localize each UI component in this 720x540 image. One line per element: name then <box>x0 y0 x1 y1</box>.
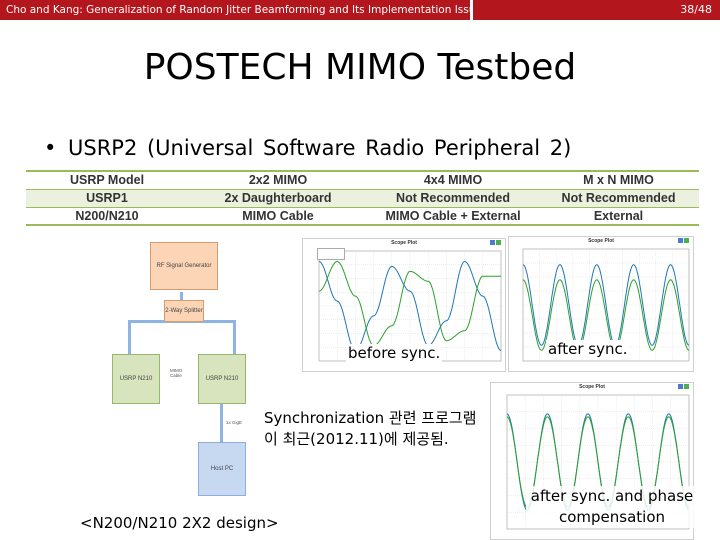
table-cell: External <box>538 207 699 226</box>
table-cell: Not Recommended <box>538 188 699 208</box>
pan-icon <box>496 240 501 245</box>
bullet-item: • USRP2 (Universal Software Radio Periphe… <box>44 134 571 162</box>
phase-comp-caption: after sync. and phase compensation <box>526 486 698 528</box>
plot-title: Scope Plot <box>391 240 417 246</box>
zoom-icon <box>678 238 683 243</box>
plot-toolbar <box>678 238 689 243</box>
rf-signal-generator-box: RF Signal Generator <box>150 242 218 290</box>
splitter-box: 2-Way Splitter <box>164 300 204 322</box>
connector-line <box>220 402 223 442</box>
header-bar: Cho and Kang: Generalization of Random J… <box>0 0 720 20</box>
table-row: N200/N210 MIMO Cable MIMO Cable + Extern… <box>26 207 699 226</box>
plot-title: Scope Plot <box>579 384 605 390</box>
slide-title: POSTECH MIMO Testbed <box>143 47 577 88</box>
bullet-icon: • <box>44 136 57 160</box>
connector-line <box>180 292 183 302</box>
table-cell: 2x Daughterboard <box>188 188 368 208</box>
page-number: 38/48 <box>473 0 720 20</box>
pan-icon <box>684 238 689 243</box>
table-cell: USRP1 <box>26 188 188 208</box>
series-line-2 <box>522 279 690 351</box>
table-cell: 2x2 MIMO <box>188 170 368 189</box>
usrp-right-box: USRP N210 <box>198 354 246 404</box>
usrp-left-box: USRP N210 <box>112 354 160 404</box>
series-line-1 <box>522 264 690 346</box>
pan-icon <box>684 384 689 389</box>
usrp-comparison-table: USRP Model 2x2 MIMO 4x4 MIMO M x N MIMO … <box>26 170 699 226</box>
connector-line <box>233 320 236 364</box>
sync-note: Synchronization 관련 프로그램이 최근(2012.11)에 제공… <box>264 409 477 448</box>
plot-toolbar <box>678 384 689 389</box>
table-cell: M x N MIMO <box>538 170 699 189</box>
table-cell: Not Recommended <box>368 188 538 208</box>
table-cell: USRP Model <box>26 170 188 189</box>
table-cell: N200/N210 <box>26 207 188 226</box>
plot-svg <box>318 250 502 362</box>
zoom-icon <box>678 384 683 389</box>
plot-toolbar <box>490 240 501 245</box>
zoom-icon <box>490 240 495 245</box>
table-cell: 4x4 MIMO <box>368 170 538 189</box>
table-cell: MIMO Cable + External <box>368 207 538 226</box>
host-pc-box: Host PC <box>198 442 246 496</box>
before-sync-caption: before sync. <box>346 344 443 362</box>
block-diagram: RF Signal Generator 2-Way Splitter USRP … <box>108 232 298 504</box>
diagram-caption: <N200/N210 2X2 design> <box>80 514 279 532</box>
ethernet-label: 1x GigE <box>226 420 243 425</box>
series-line-2 <box>318 260 501 347</box>
table-cell: MIMO Cable <box>188 207 368 226</box>
plot-legend <box>317 248 345 260</box>
series-line-1 <box>318 260 502 352</box>
series-line-2 <box>506 416 690 508</box>
connector-line <box>128 320 131 364</box>
mimo-cable-label: MIMO Cable <box>170 368 183 378</box>
after-sync-caption: after sync. <box>546 340 630 358</box>
table-row: USRP1 2x Daughterboard Not Recommended N… <box>26 188 699 208</box>
bullet-text: USRP2 (Universal Software Radio Peripher… <box>68 136 572 160</box>
table-header-row: USRP Model 2x2 MIMO 4x4 MIMO M x N MIMO <box>26 170 699 189</box>
header-title: Cho and Kang: Generalization of Random J… <box>0 0 470 20</box>
plot-title: Scope Plot <box>588 238 614 244</box>
